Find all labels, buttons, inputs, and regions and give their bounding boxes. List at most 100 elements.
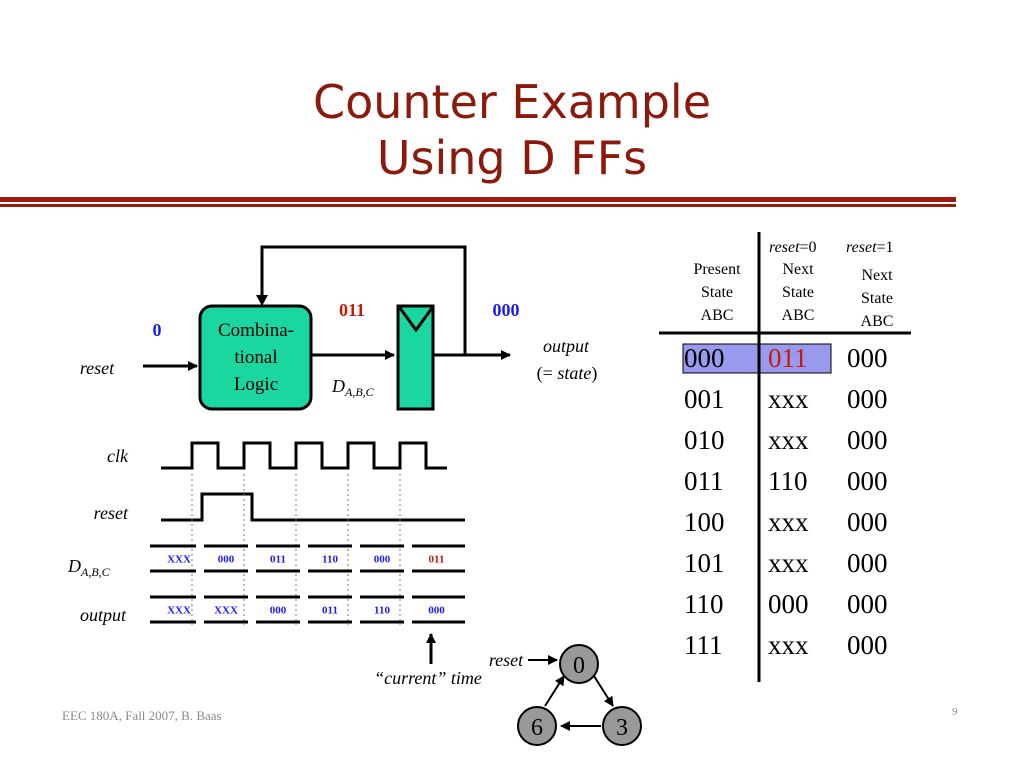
output-bus-value: 000 <box>428 605 445 617</box>
state-node-0-label: 0 <box>573 653 585 679</box>
table-cell-present: 010 <box>684 425 725 455</box>
table-cell-present: 111 <box>684 630 723 660</box>
hdr-next-reset1: Next State ABC <box>845 264 909 333</box>
table-cell-next0: 011 <box>768 343 808 373</box>
timing-d-main: D <box>67 556 81 576</box>
output-paren-open: (= <box>537 363 558 384</box>
table-cell-present: 101 <box>684 548 725 578</box>
comb-line-3: Logic <box>234 374 278 395</box>
table-cell-next0: xxx <box>768 507 809 537</box>
hdr-next1-3: ABC <box>860 313 894 330</box>
d-flip-flop <box>396 304 435 411</box>
clk-label: clk <box>107 446 129 466</box>
comb-line-1: Combina- <box>218 320 294 341</box>
table-cell-next1: 000 <box>847 466 888 496</box>
timing-d-sub: A,B,C <box>80 565 111 579</box>
hdr-reset1: reset=1 <box>846 239 894 257</box>
table-cell-next0: xxx <box>768 425 809 455</box>
hdr-present-1: Present <box>693 261 741 278</box>
output-bus-value: XXX <box>167 605 191 617</box>
table-cell-present: 001 <box>684 384 725 414</box>
comb-line-2: tional <box>234 347 277 368</box>
circuit-reset-label: reset <box>80 358 115 378</box>
clock-triangle <box>398 307 434 333</box>
timing-output-label: output <box>80 605 127 625</box>
hdr-present-state: Present State ABC <box>680 258 754 327</box>
output-state-word: state <box>557 363 591 383</box>
output-paren-close: ) <box>591 363 597 384</box>
table-cell-next1: 000 <box>847 507 888 537</box>
edge-0-to-3 <box>593 675 614 707</box>
hdr-reset0-word: reset <box>769 239 800 256</box>
d-bus-value: 000 <box>218 554 235 566</box>
timing-reset-label: reset <box>94 503 129 523</box>
state-table-frame <box>659 232 911 682</box>
hdr-next0-1: Next <box>782 261 814 278</box>
graph-reset-label: reset <box>489 650 524 670</box>
d-bus-value: 011 <box>270 554 286 566</box>
table-cell-next0: xxx <box>768 630 809 660</box>
edge-6-to-0 <box>544 675 565 707</box>
hdr-reset1-eq: =1 <box>876 239 894 256</box>
title-line-1: Counter Example <box>312 75 711 129</box>
d-label-main: D <box>331 376 345 396</box>
footer-credit: EEC 180A, Fall 2007, B. Baas <box>62 708 222 723</box>
table-cell-next0: 110 <box>768 466 808 496</box>
slide-title: Counter Example Using D FFs <box>0 74 1024 186</box>
output-bus-value: 110 <box>374 605 390 617</box>
d-label-sub: A,B,C <box>344 385 375 399</box>
hdr-reset1-word: reset <box>846 239 877 256</box>
hdr-reset0: reset=0 <box>769 239 817 257</box>
d-bus-value: 011 <box>429 554 445 566</box>
output-label: output <box>543 336 590 356</box>
state-node-6-label: 6 <box>531 715 543 741</box>
hdr-next0-3: ABC <box>781 307 815 324</box>
timing-diagram: clk reset DA,B,C XXX 000 011 110 000 011 outp… <box>67 441 482 688</box>
output-bus: XXX XXX 000 011 110 000 <box>150 595 465 624</box>
output-bus-value: XXX <box>214 605 238 617</box>
d-bus: XXX 000 011 110 000 011 <box>150 544 465 573</box>
table-cell-next0: xxx <box>768 548 809 578</box>
hdr-reset0-eq: =0 <box>799 239 817 256</box>
table-cell-next1: 000 <box>847 425 888 455</box>
output-bus-value: 011 <box>322 605 338 617</box>
state-node-0 <box>559 644 599 684</box>
table-cell-present: 000 <box>684 343 725 373</box>
title-line-2: Using D FFs <box>376 131 648 185</box>
table-cell-next1: 000 <box>847 384 888 414</box>
current-time-label: “current” time <box>374 668 482 688</box>
current-row-highlight <box>682 343 832 374</box>
hdr-present-2: State <box>701 284 733 301</box>
q-value: 000 <box>493 300 520 320</box>
state-graph: reset 0 6 3 <box>489 644 642 746</box>
page-number: 9 <box>952 706 958 718</box>
state-node-3-label: 3 <box>616 715 628 741</box>
table-cell-next1: 000 <box>847 343 888 373</box>
d-bus-value: XXX <box>167 554 191 566</box>
d-bus-value: 110 <box>322 554 338 566</box>
clock-edge-guides <box>191 474 401 625</box>
hdr-next1-1: Next <box>861 267 893 284</box>
feedback-wire <box>260 245 467 355</box>
hdr-present-3: ABC <box>700 307 734 324</box>
table-cell-next1: 000 <box>847 589 888 619</box>
reset-waveform <box>161 492 465 522</box>
d-bus-value: 000 <box>374 554 391 566</box>
table-cell-present: 011 <box>684 466 724 496</box>
output-bus-value: 000 <box>270 605 287 617</box>
title-rule-thin <box>0 204 956 207</box>
d-label: DA,B,C <box>331 376 375 399</box>
d-value: 011 <box>339 300 365 320</box>
circuit: Combina- tional Logic 0 reset 011 000 DA… <box>80 245 598 411</box>
table-cell-next1: 000 <box>847 548 888 578</box>
hdr-next0-2: State <box>782 284 814 301</box>
reset-value: 0 <box>153 320 162 340</box>
table-cell-next1: 000 <box>847 630 888 660</box>
table-cell-present: 110 <box>684 589 724 619</box>
hdr-next1-2: State <box>861 290 893 307</box>
timing-d-label: DA,B,C <box>67 556 111 579</box>
combinational-logic-block <box>198 304 313 411</box>
output-state-label: (= state) <box>537 363 598 384</box>
table-cell-next0: 000 <box>768 589 809 619</box>
